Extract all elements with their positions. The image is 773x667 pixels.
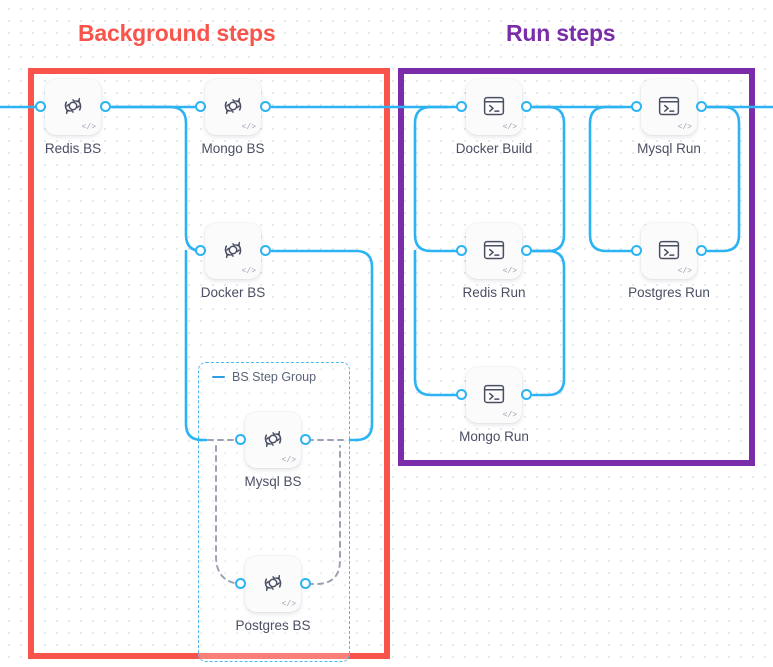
node-redis-run-output-port[interactable] <box>521 245 532 256</box>
node-redis-run-input-port[interactable] <box>456 245 467 256</box>
node-mongo-bs-output-port[interactable] <box>260 101 271 112</box>
terminal-icon <box>483 240 505 259</box>
gear-sync-icon <box>64 97 82 114</box>
run-steps-title: Run steps <box>506 20 616 46</box>
code-badge[interactable]: </> <box>502 267 517 276</box>
node-postgres-run-label: Postgres Run <box>628 285 710 300</box>
node-docker-build-input-port[interactable] <box>456 101 467 112</box>
gear-sync-icon <box>224 97 242 114</box>
node-mongo-run-label: Mongo Run <box>459 429 529 444</box>
node-postgres-run-card[interactable]: </> <box>641 223 697 279</box>
code-badge[interactable]: </> <box>241 267 256 276</box>
node-postgres-bs-card[interactable]: </> <box>245 556 301 612</box>
node-redis-run-card[interactable]: </> <box>466 223 522 279</box>
terminal-icon <box>483 384 505 403</box>
node-docker-build-label: Docker Build <box>455 141 533 156</box>
node-mysql-run-input-port[interactable] <box>631 101 642 112</box>
node-redis-run[interactable]: </> Redis Run <box>456 223 532 300</box>
node-mysql-run-output-port[interactable] <box>696 101 707 112</box>
node-postgres-bs[interactable]: </> Postgres BS <box>235 556 311 633</box>
node-docker-bs-input-port[interactable] <box>195 245 206 256</box>
background-steps-group-box <box>28 68 390 659</box>
node-mysql-bs-card[interactable]: </> <box>245 412 301 468</box>
node-redis-bs[interactable]: </> Redis BS <box>35 79 111 156</box>
bs-step-group-label: BS Step Group <box>232 370 317 384</box>
code-badge[interactable]: </> <box>502 411 517 420</box>
terminal-icon <box>658 96 680 115</box>
node-mysql-run-card[interactable]: </> <box>641 79 697 135</box>
node-mongo-run-input-port[interactable] <box>456 389 467 400</box>
gear-sync-icon <box>264 430 282 447</box>
node-mongo-bs-input-port[interactable] <box>195 101 206 112</box>
bs-step-group-container[interactable] <box>198 362 350 662</box>
node-mongo-bs-card[interactable]: </> <box>205 79 261 135</box>
node-mongo-bs[interactable]: </> Mongo BS <box>195 79 271 156</box>
code-badge[interactable]: </> <box>241 123 256 132</box>
code-badge[interactable]: </> <box>502 123 517 132</box>
node-postgres-run-output-port[interactable] <box>696 245 707 256</box>
terminal-icon <box>658 240 680 259</box>
node-mysql-run[interactable]: </> Mysql Run <box>631 79 707 156</box>
node-mongo-run-card[interactable]: </> <box>466 367 522 423</box>
node-docker-build-output-port[interactable] <box>521 101 532 112</box>
node-docker-bs[interactable]: </> Docker BS <box>195 223 271 300</box>
node-redis-bs-card[interactable]: </> <box>45 79 101 135</box>
node-docker-build-card[interactable]: </> <box>466 79 522 135</box>
node-mysql-bs-input-port[interactable] <box>235 434 246 445</box>
node-redis-run-label: Redis Run <box>462 285 526 300</box>
background-steps-title: Background steps <box>78 20 276 46</box>
node-mongo-bs-label: Mongo BS <box>201 141 265 156</box>
node-redis-bs-input-port[interactable] <box>35 101 46 112</box>
bs-step-group-header[interactable]: BS Step Group <box>212 370 316 384</box>
node-docker-build[interactable]: </> Docker Build <box>456 79 532 156</box>
node-mysql-run-label: Mysql Run <box>637 141 701 156</box>
code-badge[interactable]: </> <box>677 123 692 132</box>
node-postgres-run[interactable]: </> Postgres Run <box>628 223 710 300</box>
minus-icon[interactable] <box>212 375 225 379</box>
node-mysql-bs-label: Mysql BS <box>244 474 302 489</box>
node-docker-bs-output-port[interactable] <box>260 245 271 256</box>
run-steps-group-box <box>398 68 755 466</box>
node-mysql-bs-output-port[interactable] <box>300 434 311 445</box>
node-docker-bs-card[interactable]: </> <box>205 223 261 279</box>
node-postgres-bs-output-port[interactable] <box>300 578 311 589</box>
node-redis-bs-output-port[interactable] <box>100 101 111 112</box>
node-redis-bs-label: Redis BS <box>44 141 102 156</box>
code-badge[interactable]: </> <box>281 600 296 609</box>
code-badge[interactable]: </> <box>677 267 692 276</box>
gear-sync-icon <box>264 574 282 591</box>
node-postgres-bs-label: Postgres BS <box>235 618 311 633</box>
node-postgres-bs-input-port[interactable] <box>235 578 246 589</box>
node-mongo-run[interactable]: </> Mongo Run <box>456 367 532 444</box>
gear-sync-icon <box>224 241 242 258</box>
terminal-icon <box>483 96 505 115</box>
code-badge[interactable]: </> <box>281 456 296 465</box>
node-docker-bs-label: Docker BS <box>200 285 266 300</box>
node-mysql-bs[interactable]: </> Mysql BS <box>235 412 311 489</box>
code-badge[interactable]: </> <box>81 123 96 132</box>
node-mongo-run-output-port[interactable] <box>521 389 532 400</box>
node-postgres-run-input-port[interactable] <box>631 245 642 256</box>
